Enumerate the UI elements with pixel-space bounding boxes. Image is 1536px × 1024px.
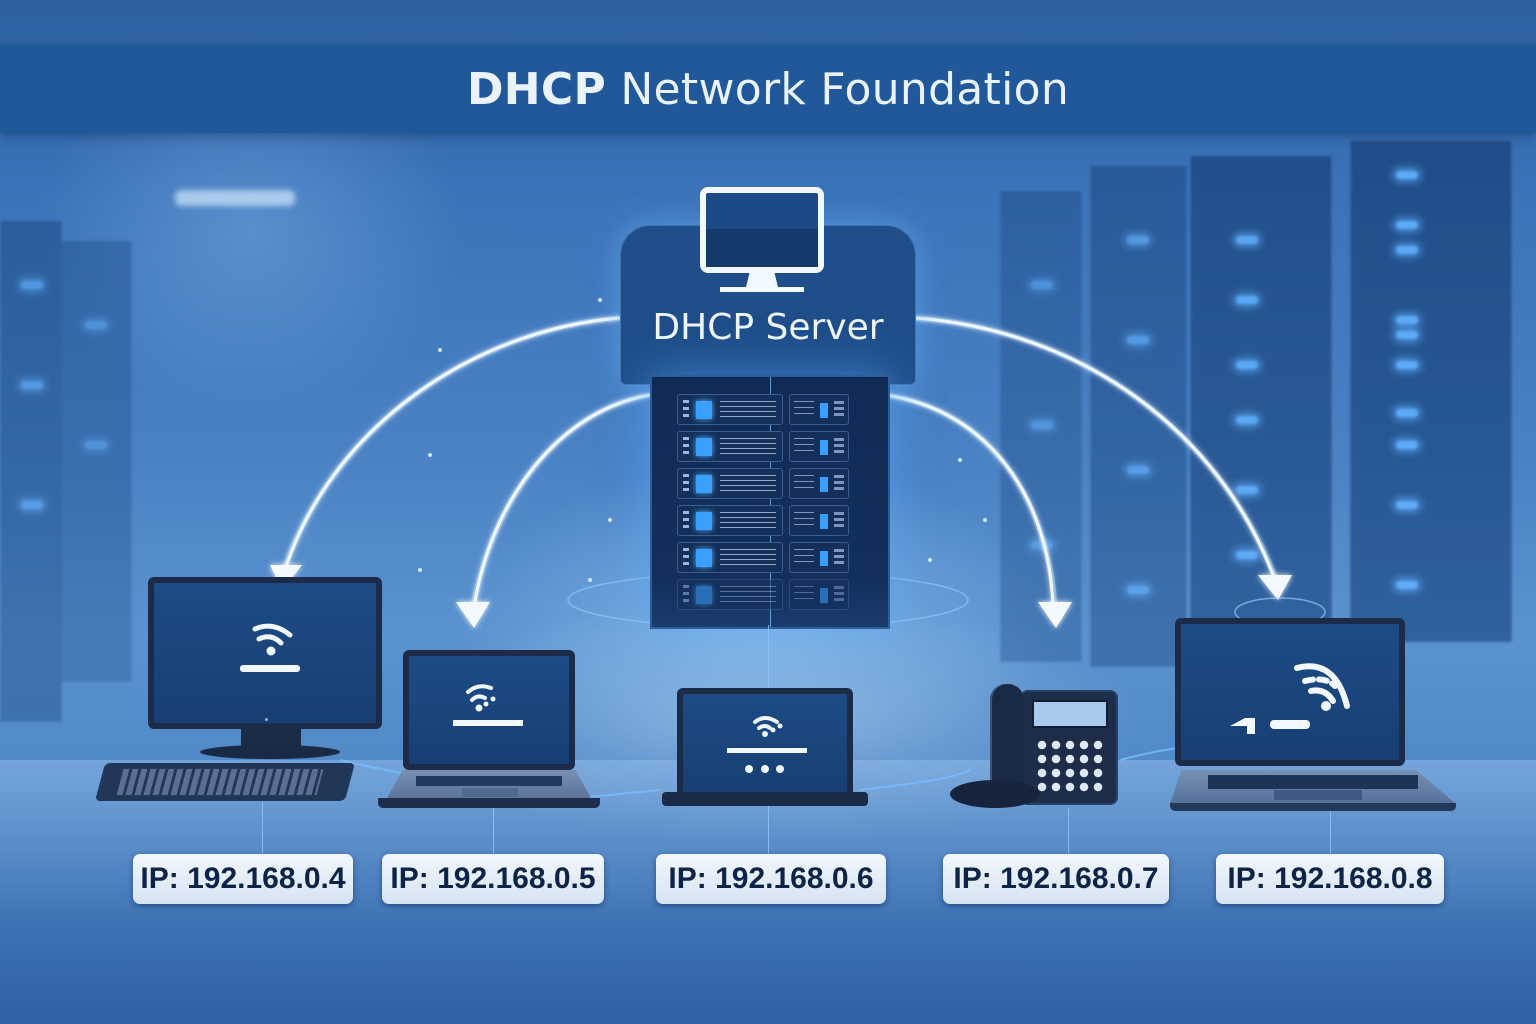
background-server-rack — [0, 220, 62, 722]
arrow-to-laptop-2 — [914, 316, 1277, 581]
background-server-rack — [1000, 190, 1082, 662]
background-server-rack — [1090, 165, 1187, 667]
title-rest: Network Foundation — [606, 63, 1070, 115]
arrowhead-icon — [1038, 602, 1072, 628]
background-server-rack — [60, 240, 132, 682]
rack-unit — [677, 505, 863, 536]
arrowhead-icon — [1258, 575, 1292, 600]
arrow-to-desktop — [283, 316, 621, 571]
server-rack — [650, 375, 890, 629]
ip-label-laptop-1: IP: 192.168.0.5 — [382, 854, 604, 904]
connector-line — [493, 808, 494, 854]
ceiling-light — [175, 190, 295, 206]
server-label: DHCP Server — [652, 307, 884, 348]
client-ip-phone[interactable] — [950, 672, 1130, 812]
connector-line — [262, 802, 263, 854]
keyboard — [94, 763, 356, 801]
rack-unit — [677, 468, 863, 499]
page-title: DHCP Network Foundation — [467, 64, 1069, 115]
wifi-icon — [453, 684, 523, 726]
wifi-icon — [727, 716, 807, 773]
rack-unit — [677, 431, 863, 462]
client-tablet[interactable] — [662, 688, 868, 808]
ip-label-laptop-2: IP: 192.168.0.8 — [1216, 854, 1444, 904]
arrow-to-tablet — [884, 393, 1055, 609]
title-bold: DHCP — [466, 63, 607, 115]
arrowhead-icon — [456, 602, 490, 628]
rack-unit — [677, 542, 863, 573]
rack-unit — [677, 394, 863, 425]
phone-display — [1032, 700, 1108, 728]
arrow-to-laptop-1 — [472, 393, 651, 609]
wifi-icon — [1230, 663, 1350, 734]
client-desktop-computer[interactable] — [94, 575, 385, 805]
ip-label-ip-phone: IP: 192.168.0.7 — [943, 854, 1169, 904]
rack-unit — [677, 579, 863, 610]
background-server-rack — [1190, 155, 1332, 657]
phone-keypad — [1035, 738, 1105, 796]
ip-label-desktop: IP: 192.168.0.4 — [133, 854, 353, 904]
connector-line — [1330, 808, 1331, 854]
connector-line — [1068, 808, 1069, 854]
ip-label-tablet: IP: 192.168.0.6 — [656, 854, 886, 904]
title-band: DHCP Network Foundation — [0, 45, 1536, 133]
monitor-icon — [700, 187, 824, 292]
background-server-rack — [1350, 140, 1512, 642]
wifi-icon — [240, 623, 300, 672]
client-laptop-2[interactable] — [1170, 618, 1456, 812]
client-laptop-1[interactable] — [378, 650, 600, 810]
